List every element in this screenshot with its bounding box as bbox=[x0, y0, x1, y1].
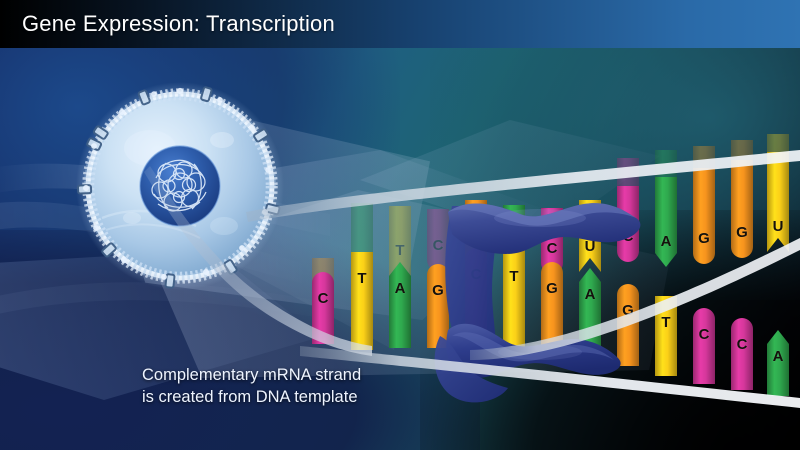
nucleotide-letter: G bbox=[546, 280, 558, 297]
nucleotide-letter: T bbox=[509, 268, 519, 285]
nucleotide-letter: C bbox=[622, 228, 634, 245]
nucleotide-letter: A bbox=[394, 280, 406, 297]
nucleotide-body bbox=[767, 152, 789, 252]
nucleotide-letter: A bbox=[584, 286, 596, 303]
nucleotide-a: A bbox=[655, 177, 677, 267]
nucleotide-letter: C bbox=[317, 290, 329, 307]
nucleotide-g: G bbox=[541, 262, 563, 354]
nucleotide-c: C bbox=[427, 209, 449, 271]
nucleotide-body bbox=[541, 262, 563, 354]
nucleotide-body bbox=[617, 284, 639, 366]
nucleotide-letter: A bbox=[772, 348, 784, 365]
nucleotide-letter: C bbox=[546, 240, 558, 257]
nucleotide-c: C bbox=[693, 308, 715, 384]
nucleotide-letter: G bbox=[622, 302, 634, 319]
nucleotide-letter: T bbox=[661, 314, 671, 331]
nucleotide-a: A bbox=[389, 262, 411, 348]
nucleotide-letter: T bbox=[357, 270, 367, 287]
nucleotide-g: G bbox=[617, 284, 639, 366]
nucleotide-body bbox=[731, 160, 753, 258]
nucleotide-a: A bbox=[579, 268, 601, 360]
page-title: Gene Expression: Transcription bbox=[22, 11, 335, 36]
nucleotide-letter: G bbox=[736, 224, 748, 241]
nucleotide-a: A bbox=[767, 330, 789, 396]
nucleotide-letter: C bbox=[432, 237, 444, 254]
nucleotide-c: C bbox=[731, 318, 753, 390]
nucleotide-body bbox=[427, 209, 449, 271]
nucleotide-g: G bbox=[427, 264, 449, 348]
caption-line-1: Complementary mRNA strand bbox=[142, 366, 362, 384]
title-bar: Gene Expression: Transcription bbox=[0, 0, 800, 48]
nucleotide-letter: C bbox=[736, 336, 748, 353]
nucleotide-letter: U bbox=[584, 238, 596, 255]
nucleotide-u: U bbox=[767, 152, 789, 252]
nucleotide-body bbox=[579, 200, 601, 272]
nucleotide-t: T bbox=[389, 206, 411, 276]
nucleotide-body bbox=[351, 252, 373, 350]
nucleotide-body bbox=[389, 206, 411, 276]
caption-line-2: is created from DNA template bbox=[142, 387, 358, 406]
nucleotide-c: C bbox=[312, 272, 334, 344]
nucleotide-t: T bbox=[351, 252, 373, 350]
nucleotide-body bbox=[693, 308, 715, 384]
nucleotide-t: T bbox=[655, 296, 677, 376]
nucleotide-c: C bbox=[465, 248, 487, 354]
nucleotide-letter: C bbox=[698, 326, 710, 343]
nucleotide-body bbox=[465, 248, 487, 354]
nucleotide-body bbox=[312, 272, 334, 344]
nucleotide-body bbox=[503, 250, 525, 354]
nucleotide-letter: A bbox=[660, 233, 672, 250]
nucleotide-body bbox=[579, 268, 601, 360]
nucleotide-body bbox=[655, 177, 677, 267]
nucleotide-body bbox=[617, 186, 639, 262]
nucleotide-body bbox=[389, 262, 411, 348]
nucleotide-body bbox=[655, 296, 677, 376]
nucleotide-letter: G bbox=[698, 230, 710, 247]
nucleotide-g: G bbox=[731, 160, 753, 258]
caption-block: Complementary mRNA strand is created fro… bbox=[142, 365, 361, 409]
nucleotide-body bbox=[693, 168, 715, 264]
nucleotide-letter: T bbox=[395, 242, 405, 259]
nucleotide-body bbox=[427, 264, 449, 348]
nucleotide-c: C bbox=[617, 186, 639, 262]
nucleotide-letter: G bbox=[432, 282, 444, 299]
nucleotide-t: T bbox=[503, 250, 525, 354]
nucleotide-u: U bbox=[579, 200, 601, 272]
nucleotide-body bbox=[731, 318, 753, 390]
nucleotide-letter: C bbox=[470, 266, 482, 283]
nucleotide-g: G bbox=[693, 168, 715, 264]
nucleotide-letter: U bbox=[772, 218, 784, 235]
